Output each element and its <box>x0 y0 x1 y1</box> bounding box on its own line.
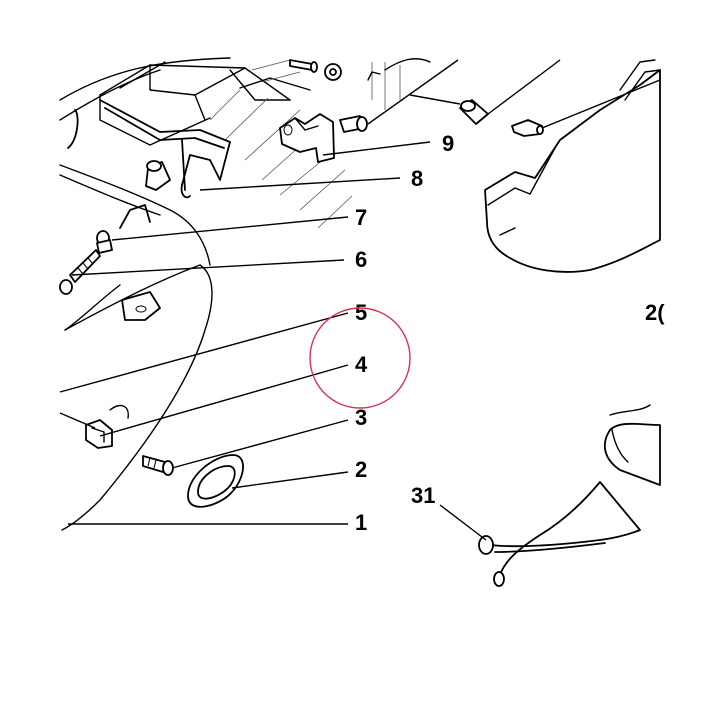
leader-9 <box>322 141 431 156</box>
callout-labels: 9 8 7 6 5 4 3 2 1 31 2( <box>355 131 665 535</box>
screw-top <box>289 59 318 73</box>
leader-2 <box>231 471 349 489</box>
washer-top <box>324 63 342 81</box>
callout-6: 6 <box>355 247 367 272</box>
wire-rod-part-31 <box>478 481 641 587</box>
leader-3 <box>171 419 349 469</box>
leader-7 <box>111 216 349 241</box>
callout-5: 5 <box>355 300 367 325</box>
leader-top-right-2 <box>487 59 561 115</box>
leader-top-right-4 <box>409 94 461 105</box>
callout-31: 31 <box>411 483 435 508</box>
leader-5 <box>59 312 349 393</box>
bolt-near-part-9 <box>339 115 368 133</box>
lower-right-tube <box>603 404 661 486</box>
callout-3: 3 <box>355 405 367 430</box>
callout-8: 8 <box>411 166 423 191</box>
nut-near-part-8 <box>145 160 171 191</box>
callout-7: 7 <box>355 205 367 230</box>
leader-top-right-3 <box>541 79 661 129</box>
bracket-part-9 <box>279 113 335 163</box>
rod-part-8 <box>67 99 231 199</box>
leader-31 <box>439 504 487 541</box>
callout-2x-cropped: 2( <box>645 300 665 325</box>
grommet-part-2 <box>187 454 244 508</box>
body-panel-outline <box>59 57 431 531</box>
leader-8 <box>199 177 401 191</box>
screw-part-3 <box>142 455 174 476</box>
clip-part-7 <box>96 204 151 254</box>
callout-4: 4 <box>355 352 368 377</box>
leader-6 <box>71 259 345 276</box>
callout-9: 9 <box>442 131 454 156</box>
leader-top-right-1 <box>367 59 459 125</box>
callout-2: 2 <box>355 457 367 482</box>
sleeve-top-right <box>459 99 489 125</box>
leader-lines <box>59 59 661 541</box>
right-pipe-panel <box>484 59 661 273</box>
pin-top-right <box>511 119 544 137</box>
callout-1: 1 <box>355 510 367 535</box>
highlight-circle <box>309 307 411 409</box>
leader-left-4 <box>59 412 96 429</box>
bolt-part-6 <box>59 249 101 295</box>
leader-4 <box>99 364 349 437</box>
